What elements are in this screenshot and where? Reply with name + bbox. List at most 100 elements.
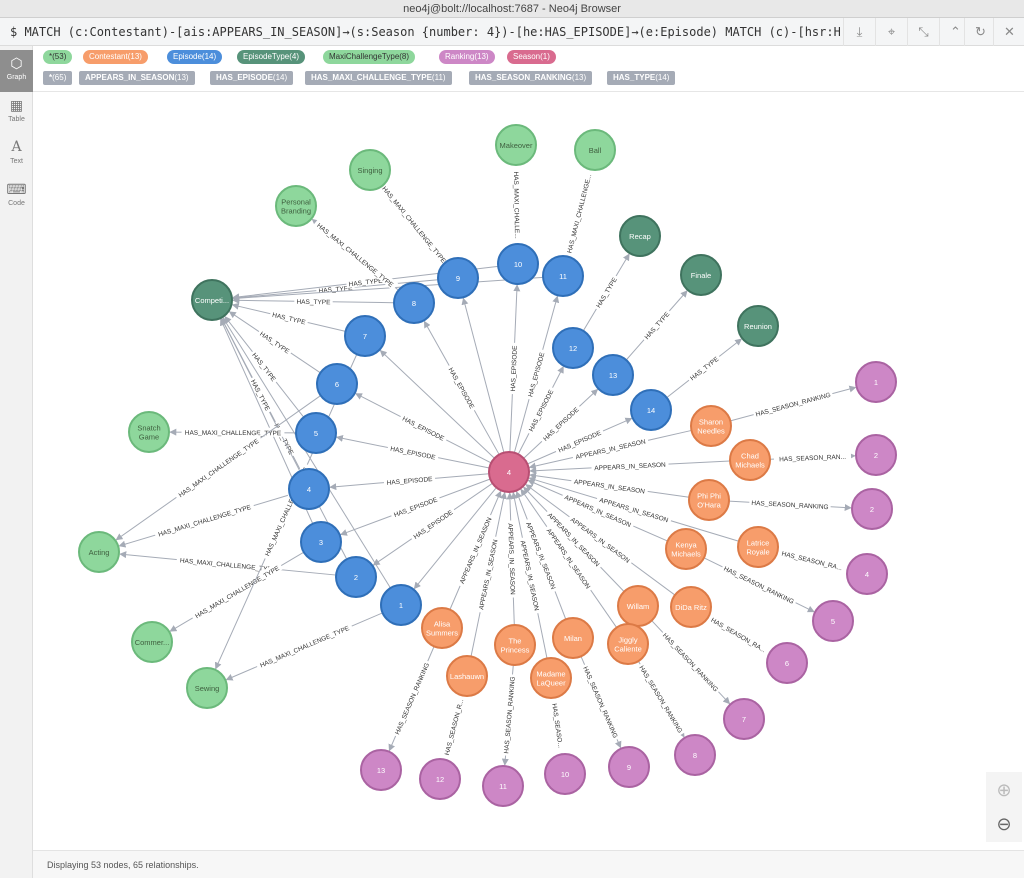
node-circle[interactable] [316,363,358,405]
legend-node-maxichallengetype[interactable]: MaxiChallengeType(8) [323,50,416,64]
ranking-node[interactable]: 2 [855,434,897,476]
ranking-node[interactable]: 5 [812,600,854,642]
node-circle[interactable] [360,749,402,791]
node-circle[interactable] [393,282,435,324]
ranking-node[interactable]: 2 [851,488,893,530]
node-circle[interactable] [191,279,233,321]
contestant-node[interactable]: DiDa Ritz [670,586,712,628]
node-circle[interactable] [851,488,893,530]
node-circle[interactable] [530,657,572,699]
relationship-edge[interactable] [222,317,391,589]
legend-rel-appears-in-season[interactable]: APPEARS_IN_SEASON(13) [79,71,195,85]
node-circle[interactable] [131,621,173,663]
relationship-edge[interactable] [379,349,495,459]
node-circle[interactable] [542,255,584,297]
episodetype-node[interactable]: Recap [619,215,661,257]
collapse-icon[interactable]: ⤡ [907,18,939,46]
node-circle[interactable] [349,149,391,191]
ranking-node[interactable]: 8 [674,734,716,776]
query-bar[interactable]: $ MATCH (c:Contestant)-[ais:APPEARS_IN_S… [0,18,1024,46]
node-circle[interactable] [680,254,722,296]
episode-node[interactable]: 3 [300,521,342,563]
node-circle[interactable] [419,758,461,800]
sidebar-item-code[interactable]: ⌨ Code [0,176,33,218]
node-circle[interactable] [630,389,672,431]
ranking-node[interactable]: 13 [360,749,402,791]
refresh-icon[interactable]: ↻ [964,18,996,46]
node-circle[interactable] [446,655,488,697]
ranking-node[interactable]: 6 [766,642,808,684]
ranking-node[interactable]: 12 [419,758,461,800]
node-circle[interactable] [723,698,765,740]
episode-node[interactable]: 6 [316,363,358,405]
node-circle[interactable] [608,746,650,788]
legend-node-episode[interactable]: Episode(14) [167,50,223,64]
node-circle[interactable] [607,623,649,665]
node-circle[interactable] [855,434,897,476]
sidebar-item-table[interactable]: ▦ Table [0,92,33,134]
close-icon[interactable]: ✕ [993,18,1024,46]
maxi-node[interactable]: Acting [78,531,120,573]
node-circle[interactable] [737,305,779,347]
node-circle[interactable] [812,600,854,642]
maxi-node[interactable]: Makeover [495,124,537,166]
node-circle[interactable] [344,315,386,357]
episode-node[interactable]: 1 [380,584,422,626]
node-circle[interactable] [690,405,732,447]
sidebar-item-graph[interactable]: ⬡ Graph [0,50,33,92]
node-circle[interactable] [421,607,463,649]
contestant-node[interactable]: Milan [552,617,594,659]
node-circle[interactable] [335,556,377,598]
node-circle[interactable] [855,361,897,403]
legend-node-episodetype[interactable]: EpisodeType(4) [237,50,306,64]
zoom-in-icon[interactable]: ⊕ [986,772,1022,808]
node-circle[interactable] [78,531,120,573]
node-circle[interactable] [592,354,634,396]
node-circle[interactable] [275,185,317,227]
graph-svg[interactable]: HAS_EPISODEHAS_EPISODEHAS_EPISODEHAS_EPI… [33,92,1024,850]
ranking-node[interactable]: 4 [846,553,888,595]
ranking-node[interactable]: 1 [855,361,897,403]
node-circle[interactable] [295,412,337,454]
legend-rel-has-type[interactable]: HAS_TYPE(14) [607,71,676,85]
pin-icon[interactable]: ⌖ [875,18,907,46]
episodetype-node[interactable]: Reunion [737,305,779,347]
ranking-node[interactable]: 11 [482,765,524,807]
node-circle[interactable] [846,553,888,595]
node-circle[interactable] [552,327,594,369]
download-icon[interactable]: ⤓ [843,18,875,46]
node-circle[interactable] [552,617,594,659]
node-circle[interactable] [766,642,808,684]
node-circle[interactable] [494,624,536,666]
maxi-node[interactable]: Singing [349,149,391,191]
episode-node[interactable]: 2 [335,556,377,598]
legend-node-ranking[interactable]: Ranking(13) [439,50,495,64]
node-circle[interactable] [665,528,707,570]
episode-node[interactable]: 10 [497,243,539,285]
episode-node[interactable]: 5 [295,412,337,454]
node-circle[interactable] [729,439,771,481]
episodetype-node[interactable]: Competi... [191,279,233,321]
node-circle[interactable] [288,468,330,510]
node-circle[interactable] [688,479,730,521]
legend-rel-all[interactable]: *(65) [43,71,73,85]
node-circle[interactable] [674,734,716,776]
node-circle[interactable] [380,584,422,626]
node-circle[interactable] [128,411,170,453]
season-node[interactable]: 4 [488,451,530,493]
node-circle[interactable] [544,753,586,795]
contestant-node[interactable]: Lashauwn [446,655,488,697]
sidebar-item-text[interactable]: A Text [0,134,33,176]
node-circle[interactable] [737,526,779,568]
query-text[interactable]: $ MATCH (c:Contestant)-[ais:APPEARS_IN_S… [10,25,840,39]
legend-rel-has-episode[interactable]: HAS_EPISODE(14) [210,71,294,85]
